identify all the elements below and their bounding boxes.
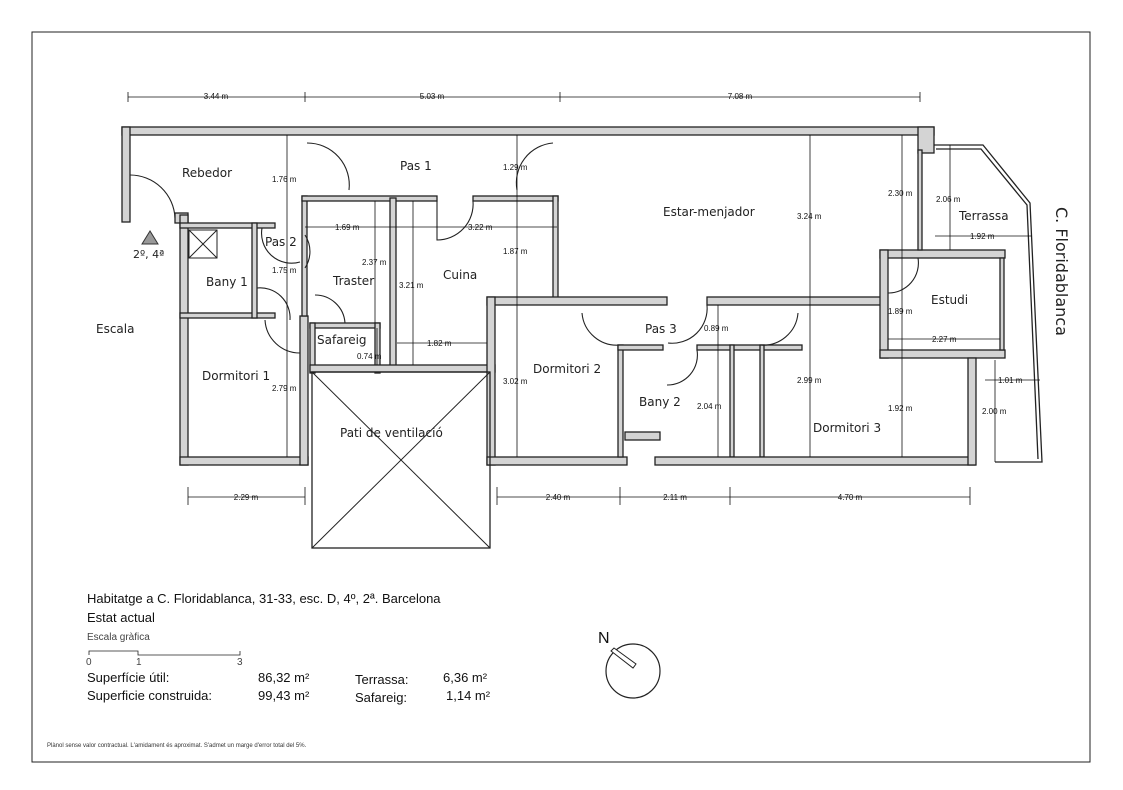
room-dormitori1: Dormitori 1 — [202, 369, 270, 383]
dimension-labels: 3.44 m 5.03 m 7.08 m 2.29 m 2.40 m 2.11 … — [204, 92, 1023, 502]
dim: 1.69 m — [335, 223, 360, 232]
dim: 3.24 m — [797, 212, 822, 221]
dim: 1.29 m — [503, 163, 528, 172]
street-label: C. Floridablanca — [1052, 207, 1071, 336]
area-label-terrassa: Terrassa: — [355, 672, 409, 687]
dim: 2.00 m — [982, 407, 1007, 416]
room-pas2: Pas 2 — [265, 235, 297, 249]
plan-title: Habitatge a C. Floridablanca, 31-33, esc… — [87, 591, 441, 606]
doors — [129, 142, 919, 386]
scale-label: Escala gràfica — [87, 632, 150, 643]
dim: 0.89 m — [704, 324, 729, 333]
dim: 2.04 m — [697, 402, 722, 411]
room-bany1: Bany 1 — [206, 275, 248, 289]
dim: 1.82 m — [427, 339, 452, 348]
dim: 0.74 m — [357, 352, 382, 361]
dim: 2.99 m — [797, 376, 822, 385]
dim: 1.01 m — [998, 376, 1023, 385]
graphic-scale — [88, 650, 241, 656]
plan-subtitle: Estat actual — [87, 610, 155, 625]
north-label: N — [598, 630, 610, 647]
dim: 3.22 m — [468, 223, 493, 232]
sheet-frame — [31, 31, 1091, 763]
disclaimer: Plànol sense valor contractual. L'amidam… — [47, 743, 307, 749]
area-value-safareig: 1,14 m² — [446, 688, 491, 703]
area-value-util: 86,32 m² — [258, 670, 310, 685]
dim: 3.21 m — [399, 281, 424, 290]
area-value-terrassa: 6,36 m² — [443, 670, 488, 685]
dim: 2.37 m — [362, 258, 387, 267]
room-estar-menjador: Estar-menjador — [663, 205, 755, 219]
room-pas3: Pas 3 — [645, 322, 677, 336]
scale-tick-0: 0 — [86, 657, 92, 668]
room-estudi: Estudi — [931, 293, 968, 307]
dim: 2.06 m — [936, 195, 961, 204]
dimension-lines — [127, 92, 1040, 505]
dim-bottom-2: 2.40 m — [546, 493, 571, 502]
dim: 1.92 m — [970, 232, 995, 241]
room-labels: Rebedor Pas 1 Pas 2 Bany 1 Traster Cuina… — [96, 159, 1071, 440]
scale-tick-1: 1 — [136, 657, 142, 668]
dim: 2.79 m — [272, 384, 297, 393]
dim-bottom-4: 4.70 m — [838, 493, 863, 502]
north-arrow-icon: N — [598, 630, 661, 699]
area-label-safareig: Safareig: — [355, 690, 408, 705]
room-safareig: Safareig — [317, 333, 367, 347]
area-value-construida: 99,43 m² — [258, 688, 310, 703]
dim: 1.92 m — [888, 404, 913, 413]
floor-marker-label: 2º, 4ª — [133, 248, 164, 261]
room-bany2: Bany 2 — [639, 395, 681, 409]
dim: 1.76 m — [272, 175, 297, 184]
terrace-outline — [934, 144, 1043, 463]
room-dormitori2: Dormitori 2 — [533, 362, 601, 376]
area-label-construida: Superficie construida: — [87, 688, 213, 703]
label-escala: Escala — [96, 322, 134, 336]
dim: 1.87 m — [503, 247, 528, 256]
dim: 2.27 m — [932, 335, 957, 344]
room-pati: Pati de ventilació — [340, 426, 443, 440]
dim-top-1: 3.44 m — [204, 92, 229, 101]
dim: 1.75 m — [272, 266, 297, 275]
dim-bottom-1: 2.29 m — [234, 493, 259, 502]
area-label-util: Superfície útil: — [87, 670, 170, 685]
room-pas1: Pas 1 — [400, 159, 432, 173]
room-dormitori3: Dormitori 3 — [813, 421, 881, 435]
dim: 3.02 m — [503, 377, 528, 386]
room-terrassa: Terrassa — [958, 209, 1009, 223]
room-traster: Traster — [332, 274, 374, 288]
ventilation-patio — [311, 371, 491, 549]
floor-marker-icon — [141, 230, 159, 245]
room-rebedor: Rebedor — [182, 166, 232, 180]
dim-bottom-3: 2.11 m — [663, 493, 687, 502]
shaft-icon — [188, 229, 218, 259]
dim: 2.30 m — [888, 189, 913, 198]
walls — [121, 126, 1006, 466]
scale-tick-3: 3 — [237, 657, 243, 668]
dim-top-2: 5.03 m — [420, 92, 445, 101]
dim: 1.89 m — [888, 307, 913, 316]
dim-top-3: 7.08 m — [728, 92, 753, 101]
room-cuina: Cuina — [443, 268, 477, 282]
